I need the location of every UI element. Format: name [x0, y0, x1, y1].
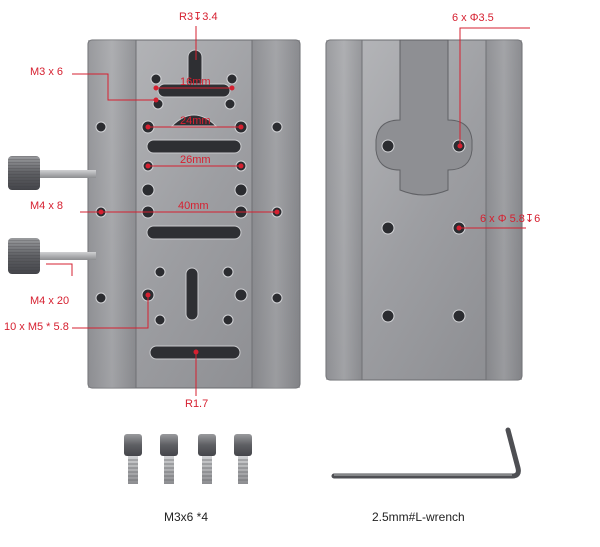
label-m3x6: M3 x 6 [30, 66, 64, 78]
socket-screw-4 [234, 434, 252, 484]
label-r17: R1.7 [185, 398, 209, 410]
caption-wrench: 2.5mm#L-wrench [372, 510, 465, 524]
label-r3-depth: R3↧3.4 [179, 11, 218, 23]
label-m4x8: M4 x 8 [30, 200, 64, 212]
caption-screws: M3x6 *4 [164, 510, 209, 524]
label-dim-40: 40mm [178, 200, 209, 212]
right-plate [325, 39, 523, 381]
socket-screw-2 [160, 434, 178, 484]
label-hole-6x35: 6 x Φ3.5 [452, 12, 494, 24]
label-dim-26: 26mm [180, 154, 211, 166]
label-holes-58: 6 x Φ 5.8↧6 [480, 213, 541, 225]
dimension-lines [46, 26, 530, 396]
label-m5-holes: 10 x M5 * 5.8 [4, 321, 69, 333]
socket-screw-3 [198, 434, 216, 484]
thumb-screw-top [8, 156, 96, 190]
label-m4x20: M4 x 20 [30, 295, 70, 307]
thumb-screw-bottom [8, 238, 96, 274]
socket-screw-1 [124, 434, 142, 484]
socket-screws [124, 434, 252, 484]
left-plate [87, 39, 301, 389]
label-dim-16: 16mm [180, 76, 211, 88]
label-dim-24: 24mm [180, 115, 211, 127]
l-wrench [331, 427, 521, 479]
